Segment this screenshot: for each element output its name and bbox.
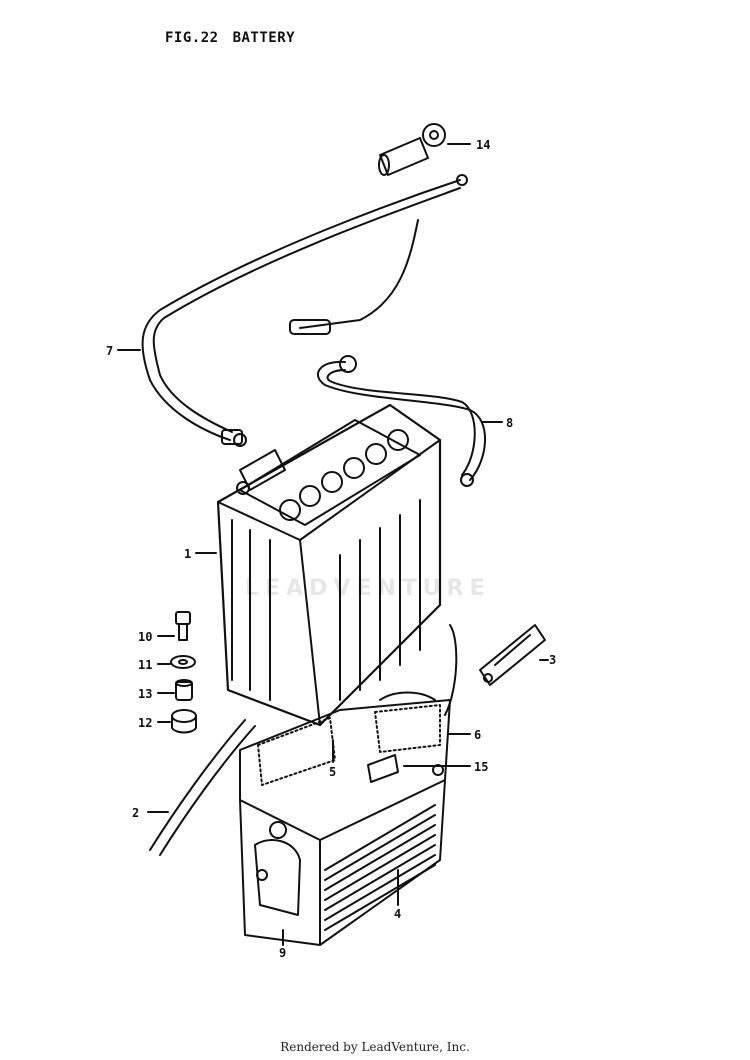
part-12-cushion [157, 709, 197, 734]
figure-title: FIG.22 BATTERY [165, 30, 309, 46]
callout-4: 4 [394, 907, 401, 921]
watermark: LEADVENTURE [245, 576, 491, 601]
part-11-washer [157, 655, 196, 669]
callout-6: 6 [474, 728, 481, 742]
part-2-breather-hose [147, 624, 458, 856]
callout-12: 12 [138, 716, 152, 730]
part-10-bolt [157, 611, 191, 641]
callout-11: 11 [138, 658, 152, 672]
part-15-clip [367, 754, 471, 783]
callout-5: 5 [329, 765, 336, 779]
callout-10: 10 [138, 630, 152, 644]
footer-credit: Rendered by LeadVenture, Inc. [280, 1040, 470, 1054]
part-6-pad [374, 704, 471, 753]
part-13-spacer [157, 679, 193, 701]
callout-8: 8 [506, 416, 513, 430]
callout-15: 15 [474, 760, 488, 774]
callout-13: 13 [138, 687, 152, 701]
callout-3: 3 [549, 653, 556, 667]
callout-2: 2 [132, 806, 139, 820]
part-9-battery-holder [239, 691, 451, 946]
part-5-pad [257, 717, 336, 786]
figure-caption: BATTERY [232, 30, 296, 46]
callout-7: 7 [106, 344, 113, 358]
callout-14: 14 [476, 138, 490, 152]
part-8-ground-cable [317, 355, 503, 487]
part-14-terminal-cap [378, 123, 471, 176]
part-3-battery-band [479, 624, 549, 686]
battery-cell-caps [279, 429, 409, 521]
part-7-starter-cable [117, 174, 468, 447]
figure-number: FIG.22 [165, 30, 219, 46]
part-1-battery [195, 403, 442, 727]
callout-9: 9 [279, 946, 286, 960]
holder-ribs [324, 804, 436, 931]
callout-1: 1 [184, 547, 191, 561]
